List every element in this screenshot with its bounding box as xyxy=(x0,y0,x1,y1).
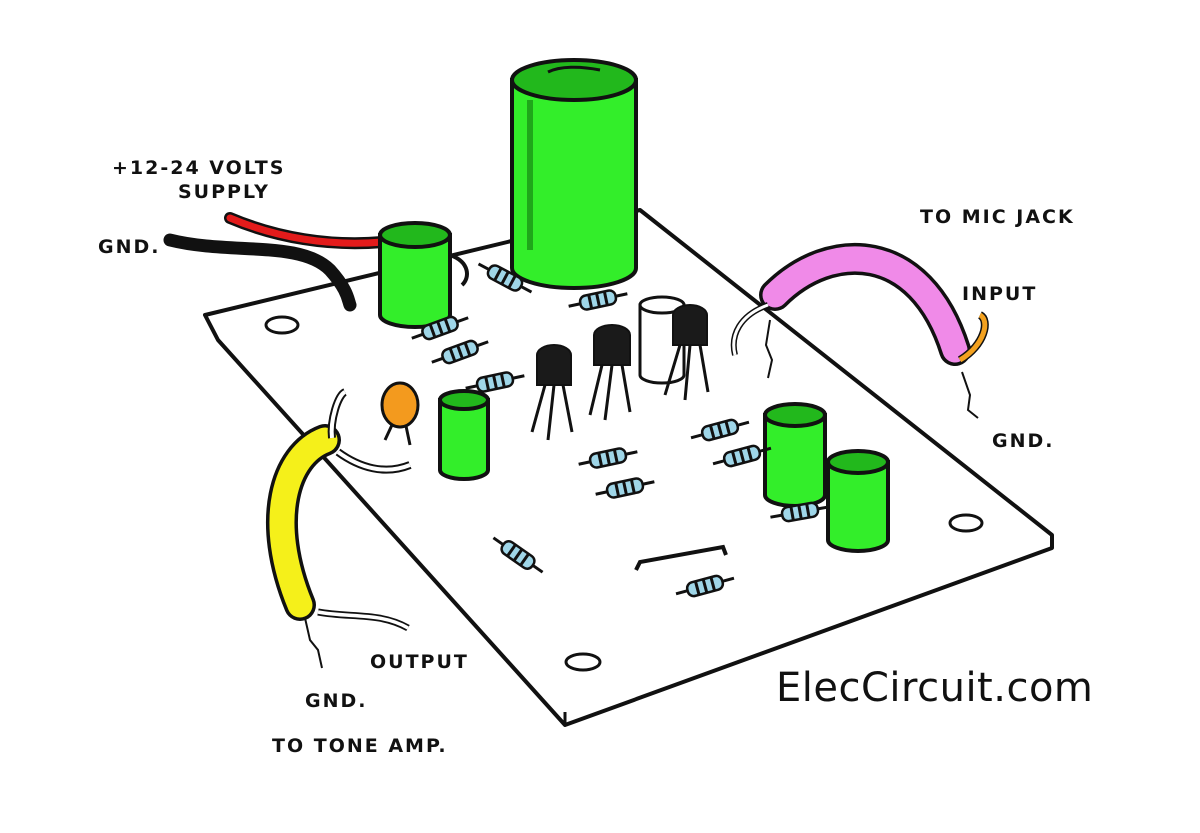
capacitor-supply xyxy=(378,221,469,329)
capacitor-right-2 xyxy=(826,449,890,553)
gnd-input-label: GND. xyxy=(992,430,1055,452)
output-label: OUTPUT xyxy=(370,651,469,673)
supply-wires xyxy=(163,212,406,312)
capacitor-mid xyxy=(438,389,490,481)
ceramic-capacitor xyxy=(380,381,420,446)
supply-voltage-label: +12-24 VOLTS xyxy=(112,157,286,179)
brand-watermark: ElecCircuit.com xyxy=(776,665,1094,711)
jumper-wire xyxy=(634,544,728,571)
gnd-supply-label: GND. xyxy=(98,236,161,258)
input-label: INPUT xyxy=(962,283,1038,305)
transistor-3 xyxy=(663,304,710,401)
pcb-board xyxy=(203,208,1054,727)
supply-label: SUPPLY xyxy=(178,181,270,203)
mic-jack-label: TO MIC JACK xyxy=(920,206,1075,228)
transistor-2 xyxy=(588,324,632,421)
gnd-output-label: GND. xyxy=(305,690,368,712)
transistor-1 xyxy=(530,344,574,441)
mounting-holes xyxy=(264,315,984,672)
output-cable xyxy=(266,388,412,669)
tone-amp-label: TO TONE AMP. xyxy=(272,735,448,757)
capacitor-right-1 xyxy=(763,402,827,508)
input-cable xyxy=(730,242,989,419)
large-capacitor xyxy=(510,58,638,290)
